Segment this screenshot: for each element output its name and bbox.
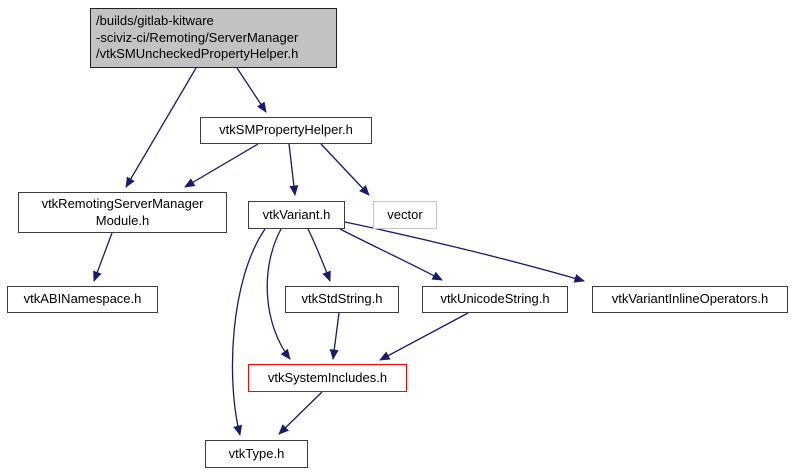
node-vtkunicodestring[interactable]: vtkUnicodeString.h	[422, 286, 568, 313]
edge-variant-to-type	[231, 228, 266, 436]
node-label: vector	[387, 206, 423, 222]
edge-variant-to-std-string	[307, 228, 331, 282]
node-label: vtkABINamespace.h	[23, 291, 142, 307]
node-label: vtkType.h	[228, 445, 285, 461]
node-label: vtkVariant.h	[262, 206, 331, 222]
edge-sm-property-helper-to-remoting-module	[184, 143, 259, 188]
edge-variant-to-variant-inline-operators	[344, 221, 585, 283]
node-vtktype[interactable]: vtkType.h	[205, 440, 308, 468]
node-vtkvariant[interactable]: vtkVariant.h	[248, 201, 345, 229]
node-root-vtksmuncheckedpropertyhelper: /builds/gitlab-kitware -sciviz-ci/Remoti…	[90, 8, 337, 68]
node-label: /builds/gitlab-kitware -sciviz-ci/Remoti…	[96, 12, 299, 62]
node-vtkremotingservermanagermodule[interactable]: vtkRemotingServerManager Module.h	[18, 192, 227, 233]
edge-unicode-string-to-system-includes	[379, 312, 469, 361]
edge-root-to-remoting-module	[125, 67, 197, 188]
node-vector: vector	[373, 201, 437, 229]
node-label: vtkStdString.h	[301, 291, 383, 307]
node-vtkvariantinlineoperators[interactable]: vtkVariantInlineOperators.h	[592, 286, 788, 313]
node-label: vtkSMPropertyHelper.h	[219, 122, 353, 138]
edge-root-to-sm-property-helper	[236, 67, 267, 113]
node-vtksmpropertyhelper[interactable]: vtkSMPropertyHelper.h	[200, 117, 372, 144]
edge-variant-to-system-includes	[266, 228, 291, 360]
node-vtkabinamespace[interactable]: vtkABINamespace.h	[7, 286, 158, 313]
node-label: vtkVariantInlineOperators.h	[611, 291, 769, 307]
node-label: vtkSystemIncludes.h	[267, 369, 388, 385]
node-vtkstdstring[interactable]: vtkStdString.h	[285, 286, 399, 313]
edge-remoting-module-to-abi-namespace	[93, 232, 113, 282]
edge-std-string-to-system-includes	[329, 312, 340, 360]
node-label: vtkUnicodeString.h	[440, 291, 550, 307]
edge-system-includes-to-type	[278, 391, 323, 435]
edge-variant-to-unicode-string	[339, 228, 443, 281]
node-vtksystemincludes[interactable]: vtkSystemIncludes.h	[248, 364, 407, 392]
edge-sm-property-helper-to-variant	[288, 143, 299, 196]
edge-sm-property-helper-to-vector	[320, 143, 370, 196]
node-label: vtkRemotingServerManager Module.h	[41, 195, 204, 228]
